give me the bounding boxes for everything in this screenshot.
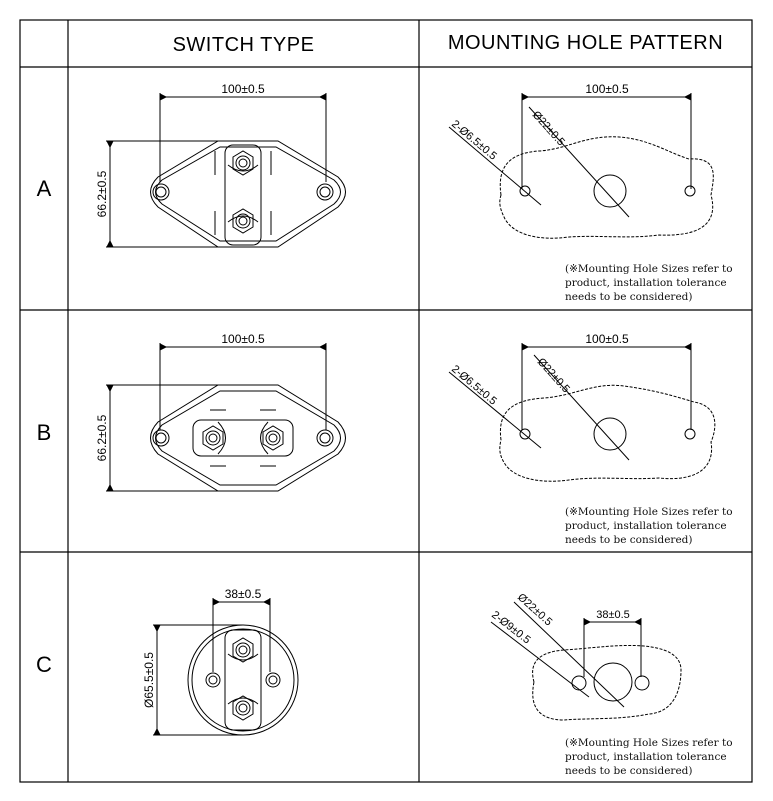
switch-drawing-a: 100±0.5 66.2±0.5 [95, 82, 346, 248]
note-line: needs to be considered) [565, 291, 693, 303]
dim-width-a: 100±0.5 [221, 82, 265, 96]
dim-spacing-c: 38±0.5 [596, 609, 630, 621]
note-c: (※Mounting Hole Sizes refer to product, i… [565, 736, 733, 778]
note-line: needs to be considered) [565, 534, 693, 546]
note-line: product, installation tolerance [565, 520, 727, 532]
dim-width-b: 100±0.5 [221, 332, 265, 346]
row-label-c: C [36, 652, 52, 677]
switch-drawing-b: 100±0.5 66.2±0.5 [95, 332, 346, 492]
note-line: (※Mounting Hole Sizes refer to [565, 506, 733, 518]
dim-center-hole-b: Ø22±0.5 [535, 356, 572, 395]
note-line: needs to be considered) [565, 765, 693, 777]
note-line: product, installation tolerance [565, 277, 727, 289]
dim-center-hole-c: Ø22±0.5 [515, 591, 554, 628]
pattern-drawing-b: 100±0.5 Ø22±0.5 2-Ø6.5±0.5 [448, 332, 716, 482]
dim-spacing-b: 100±0.5 [585, 332, 629, 346]
header-mounting-hole-pattern: MOUNTING HOLE PATTERN [447, 32, 724, 54]
row-label-a: A [36, 176, 52, 201]
dim-side-holes-c: 2-Ø9±0.5 [489, 609, 532, 647]
pattern-drawing-a: 100±0.5 Ø22±0.5 2-Ø6.5±0.5 [448, 82, 714, 239]
note-line: (※Mounting Hole Sizes refer to [565, 737, 733, 749]
dim-side-holes-b: 2-Ø6.5±0.5 [449, 363, 499, 408]
note-line: (※Mounting Hole Sizes refer to [565, 263, 733, 275]
dim-height-b: 66.2±0.5 [95, 414, 109, 461]
dim-center-hole-a: Ø22±0.5 [530, 109, 567, 148]
dim-spacing-a: 100±0.5 [585, 82, 629, 96]
dim-width-c: 38±0.5 [225, 587, 262, 601]
pattern-drawing-c: 38±0.5 Ø22±0.5 2-Ø9±0.5 [489, 591, 682, 721]
header-switch-type: SWITCH TYPE [172, 34, 315, 56]
dim-side-holes-a: 2-Ø6.5±0.5 [449, 118, 499, 163]
dim-diameter-c: Ø65.5±0.5 [142, 652, 156, 708]
note-a: (※Mounting Hole Sizes refer to product, i… [565, 262, 733, 304]
dim-height-a: 66.2±0.5 [95, 170, 109, 217]
note-b: (※Mounting Hole Sizes refer to product, i… [565, 505, 733, 547]
switch-drawing-c: 38±0.5 Ø65.5±0.5 [142, 587, 299, 736]
row-label-b: B [36, 420, 52, 445]
note-line: product, installation tolerance [565, 751, 727, 763]
